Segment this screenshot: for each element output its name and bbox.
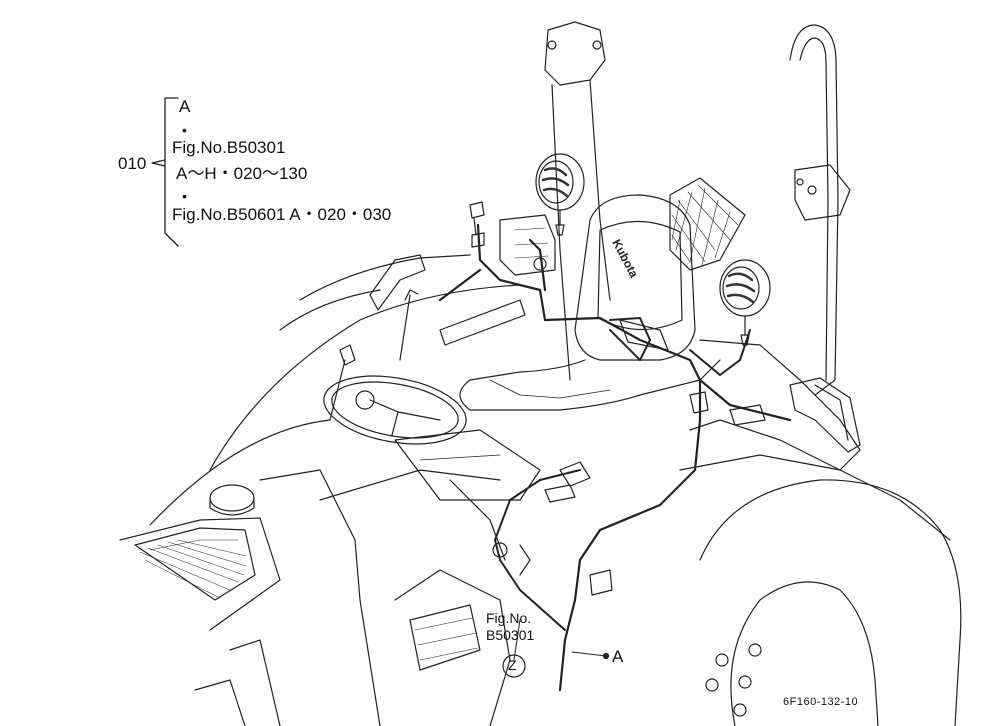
callout-line-2: • — [182, 122, 187, 138]
callout-line-1: A — [179, 97, 191, 116]
fender-right — [689, 339, 861, 471]
mesh-panel — [669, 177, 746, 271]
hood — [119, 517, 281, 631]
fig-ref-line-1: Fig.No. — [486, 610, 532, 626]
label-a-leader — [571, 651, 607, 657]
callout-line-6: Fig.No.B50601 A・020・030 — [172, 205, 392, 224]
rear-lamp — [789, 377, 861, 453]
callout-line-5: • — [182, 188, 187, 204]
fig-ref-box: Fig.No. B50301 — [486, 610, 534, 644]
work-light-right — [719, 259, 771, 346]
rops-frame-left — [544, 21, 606, 86]
rops-frame-right — [789, 24, 839, 396]
work-light-left — [535, 153, 585, 236]
callout-line-3: Fig.No.B50301 — [172, 138, 286, 157]
fig-ref-letter: Z — [508, 657, 517, 673]
operator-seat — [574, 194, 696, 361]
steering-wheel — [323, 375, 467, 445]
callout-line-4: A～H・020～130 — [176, 164, 308, 183]
seat-brand-text: Kubota — [609, 237, 641, 280]
fig-ref-line-2: B50301 — [486, 627, 535, 643]
callout-part-number: 010 — [118, 154, 147, 173]
fuel-cap — [209, 484, 255, 516]
ref-box-leader — [513, 619, 521, 661]
drawing-code: 6F160-132-10 — [783, 696, 859, 708]
pointer-label-a: A — [612, 647, 624, 666]
fender-left — [209, 284, 521, 471]
rear-wheel — [699, 479, 962, 726]
key-switch — [469, 201, 485, 248]
